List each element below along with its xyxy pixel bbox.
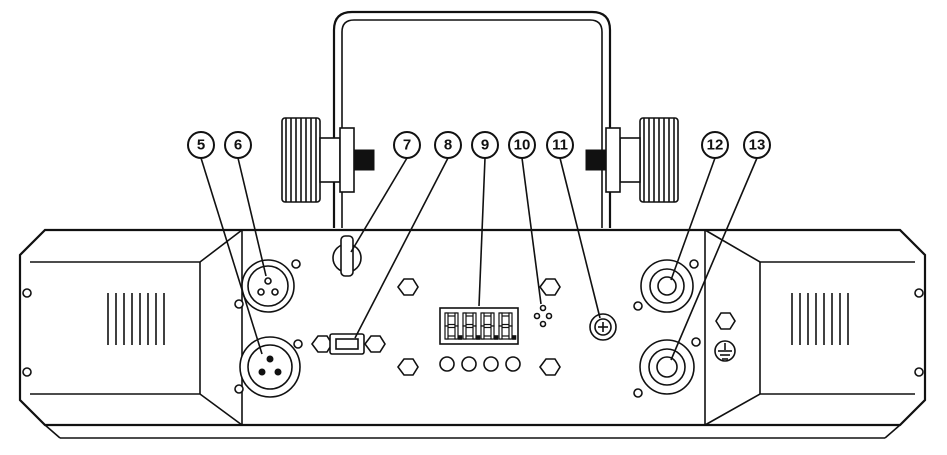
seven-segment-digit [498,312,517,340]
display-segment [480,312,485,327]
callout-13: 13 [743,131,771,159]
display-segment [444,325,449,340]
display-segment [508,325,513,340]
display-segment [472,325,477,340]
led-display [439,307,519,345]
svg-text:13: 13 [749,137,766,154]
right-bracket-knob [585,117,679,203]
sensitivity-knob [589,313,617,341]
usb-port [311,333,386,355]
callout-6: 6 [224,131,252,159]
display-segment [498,312,503,327]
svg-text:9: 9 [481,137,489,154]
control-buttons [439,356,521,372]
menu-button [439,356,455,372]
display-segment [508,312,513,327]
seven-segment-digit [462,312,481,340]
display-segment [444,312,449,327]
callout-11: 11 [546,131,574,159]
enter-button [505,356,521,372]
down-button [483,356,499,372]
fixture-body [18,228,927,439]
callout-leaders [200,157,758,361]
display-segment [490,325,495,340]
callout-12: 12 [701,131,729,159]
seven-segment-digit [444,312,463,340]
display-decimal-point [476,335,481,340]
svg-text:12: 12 [707,137,724,154]
power-out-connector [633,337,701,398]
display-decimal-point [512,335,517,340]
display-segment [498,325,503,340]
dmx-out-connector [234,259,301,313]
display-segment [490,312,495,327]
callout-8: 8 [434,131,462,159]
display-segment [462,325,467,340]
display-segment [454,325,459,340]
up-button [461,356,477,372]
seven-segment-digit [480,312,499,340]
display-segment [462,312,467,327]
svg-text:10: 10 [514,137,531,154]
left-bracket-knob [281,117,375,203]
right-vent [791,293,849,345]
display-segment [472,312,477,327]
mounting-bracket [332,10,612,228]
display-decimal-point [458,335,463,340]
svg-text:8: 8 [444,137,452,154]
svg-text:11: 11 [552,137,568,154]
display-decimal-point [494,335,499,340]
display-segment [480,325,485,340]
panel-hex-nuts [397,278,561,376]
left-vent [107,293,165,345]
corner-screws [22,288,924,377]
svg-text:6: 6 [234,137,242,154]
fuse-holder [332,235,362,277]
microphone-holes [533,304,553,328]
power-in-connector [633,259,699,313]
callout-10: 10 [508,131,536,159]
callout-5: 5 [187,131,215,159]
callout-7: 7 [393,131,421,159]
ground-symbol [714,312,736,362]
display-segment [454,312,459,327]
svg-text:7: 7 [403,137,411,154]
svg-text:5: 5 [197,137,205,154]
callout-9: 9 [471,131,499,159]
dmx-in-connector [234,336,303,398]
